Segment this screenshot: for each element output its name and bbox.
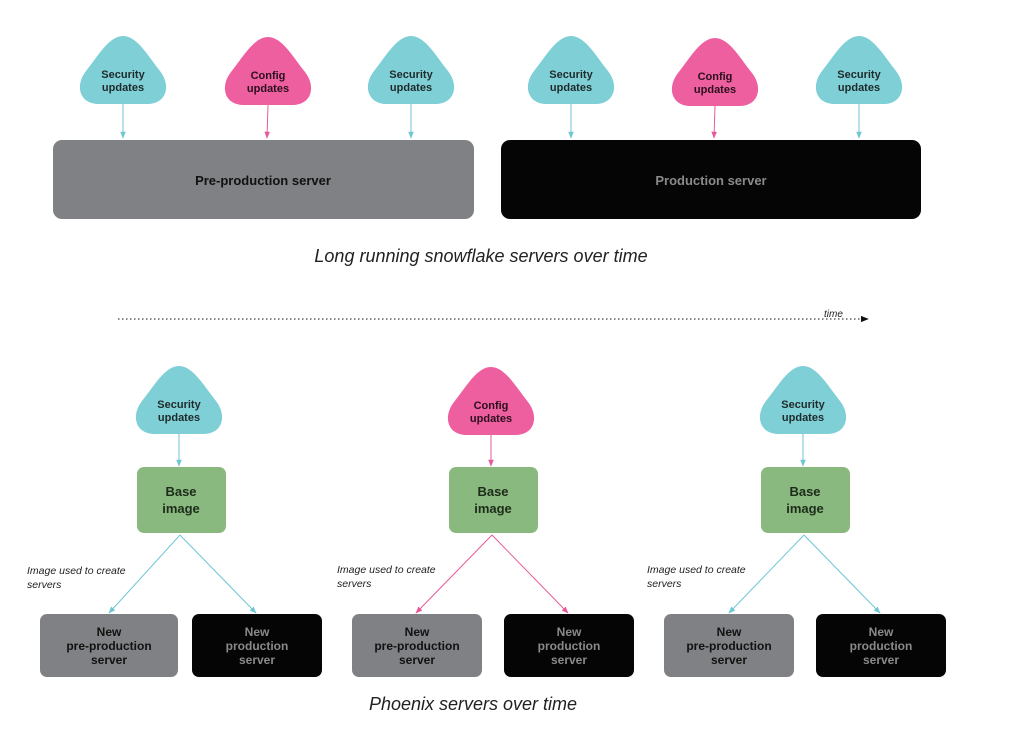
image-to-prod-arrow [179,534,257,614]
base-image-label-line2: image [786,501,824,516]
security-update-blob [815,36,903,104]
production-server-box [501,140,921,219]
update-label-line2: updates [694,84,736,96]
new-production-server-box [192,614,322,677]
update-label-line2: updates [390,82,432,94]
update-label-line1: Security [781,399,825,411]
base-image-label-line1: Base [789,484,820,499]
update-label-line1: Config [474,400,509,412]
image-to-preprod-arrow [415,534,493,614]
image-note-line2: servers [337,578,372,590]
image-note-line1: Image used to create [337,564,436,576]
security-update-blob [367,36,455,104]
image-note-line2: servers [27,579,62,591]
base-image-box [449,467,538,533]
security-update-blob [79,36,167,104]
top-update-3: Security updates [367,36,455,139]
base-image-label-line2: image [474,501,512,516]
phoenix-column-3: Security updates Base image Image used t… [647,366,946,677]
new-prod-label-line1: New [869,625,894,639]
new-production-server-box [504,614,634,677]
new-production-server-box [816,614,946,677]
preproduction-server-label: Pre-production server [195,173,331,188]
new-preproduction-server-box [352,614,482,677]
new-prod-label-line3: server [551,653,587,667]
phoenix-column-2: Config updates Base image Image used to … [337,367,634,677]
production-server-label: Production server [655,173,766,188]
config-update-blob [671,38,759,106]
config-update-blob [447,367,535,435]
update-label-line2: updates [550,82,592,94]
new-preprod-label-line3: server [399,653,435,667]
update-label-line2: updates [470,413,512,425]
update-arrow [711,105,717,139]
update-label-line1: Security [389,69,433,81]
image-to-preprod-arrow [108,534,181,614]
update-label-line2: updates [838,82,880,94]
snowflake-caption: Long running snowflake servers over time [314,246,647,266]
new-prod-label-line1: New [245,625,270,639]
new-preprod-label-line1: New [717,625,742,639]
new-preprod-label-line2: pre-production [374,639,459,653]
image-to-preprod-arrow [728,534,805,614]
update-label-line1: Security [157,399,201,411]
new-prod-label-line2: production [850,639,913,653]
new-preproduction-server-box [40,614,178,677]
new-preprod-label-line3: server [91,653,127,667]
top-update-5: Config updates [671,38,759,139]
security-update-blob [527,36,615,104]
top-update-4: Security updates [527,36,615,139]
update-label-line1: Security [101,69,145,81]
new-prod-label-line2: production [226,639,289,653]
config-update-blob [224,37,312,105]
new-preprod-label-line3: server [711,653,747,667]
base-image-label-line1: Base [477,484,508,499]
preproduction-server-box [53,140,474,219]
update-label-line1: Security [837,69,881,81]
new-prod-label-line3: server [239,653,275,667]
phoenix-column-1: Security updates Base image Image used t… [27,366,322,677]
new-preprod-label-line1: New [97,625,122,639]
new-prod-label-line2: production [538,639,601,653]
top-update-2: Config updates [224,37,312,139]
update-label-line2: updates [247,83,289,95]
base-image-label-line1: Base [165,484,196,499]
top-update-6: Security updates [815,36,903,139]
update-label-line1: Security [549,69,593,81]
new-preprod-label-line2: pre-production [66,639,151,653]
update-label-line1: Config [251,70,286,82]
timeline-label: time [824,309,843,320]
base-image-label-line2: image [162,501,200,516]
image-note-line1: Image used to create [27,565,126,577]
image-to-prod-arrow [803,534,881,614]
new-prod-label-line3: server [863,653,899,667]
new-preproduction-server-box [664,614,794,677]
image-note-line1: Image used to create [647,564,746,576]
update-label-line1: Config [698,71,733,83]
phoenix-caption: Phoenix servers over time [369,694,577,714]
top-update-1: Security updates [79,36,167,139]
new-preprod-label-line1: New [405,625,430,639]
update-label-line2: updates [158,412,200,424]
security-update-blob [759,366,847,434]
update-label-line2: updates [102,82,144,94]
security-update-blob [135,366,223,434]
new-prod-label-line1: New [557,625,582,639]
base-image-box [761,467,850,533]
base-image-box [137,467,226,533]
update-label-line2: updates [782,412,824,424]
image-note-line2: servers [647,578,682,590]
new-preprod-label-line2: pre-production [686,639,771,653]
update-arrow [264,104,270,139]
image-to-prod-arrow [491,534,569,614]
